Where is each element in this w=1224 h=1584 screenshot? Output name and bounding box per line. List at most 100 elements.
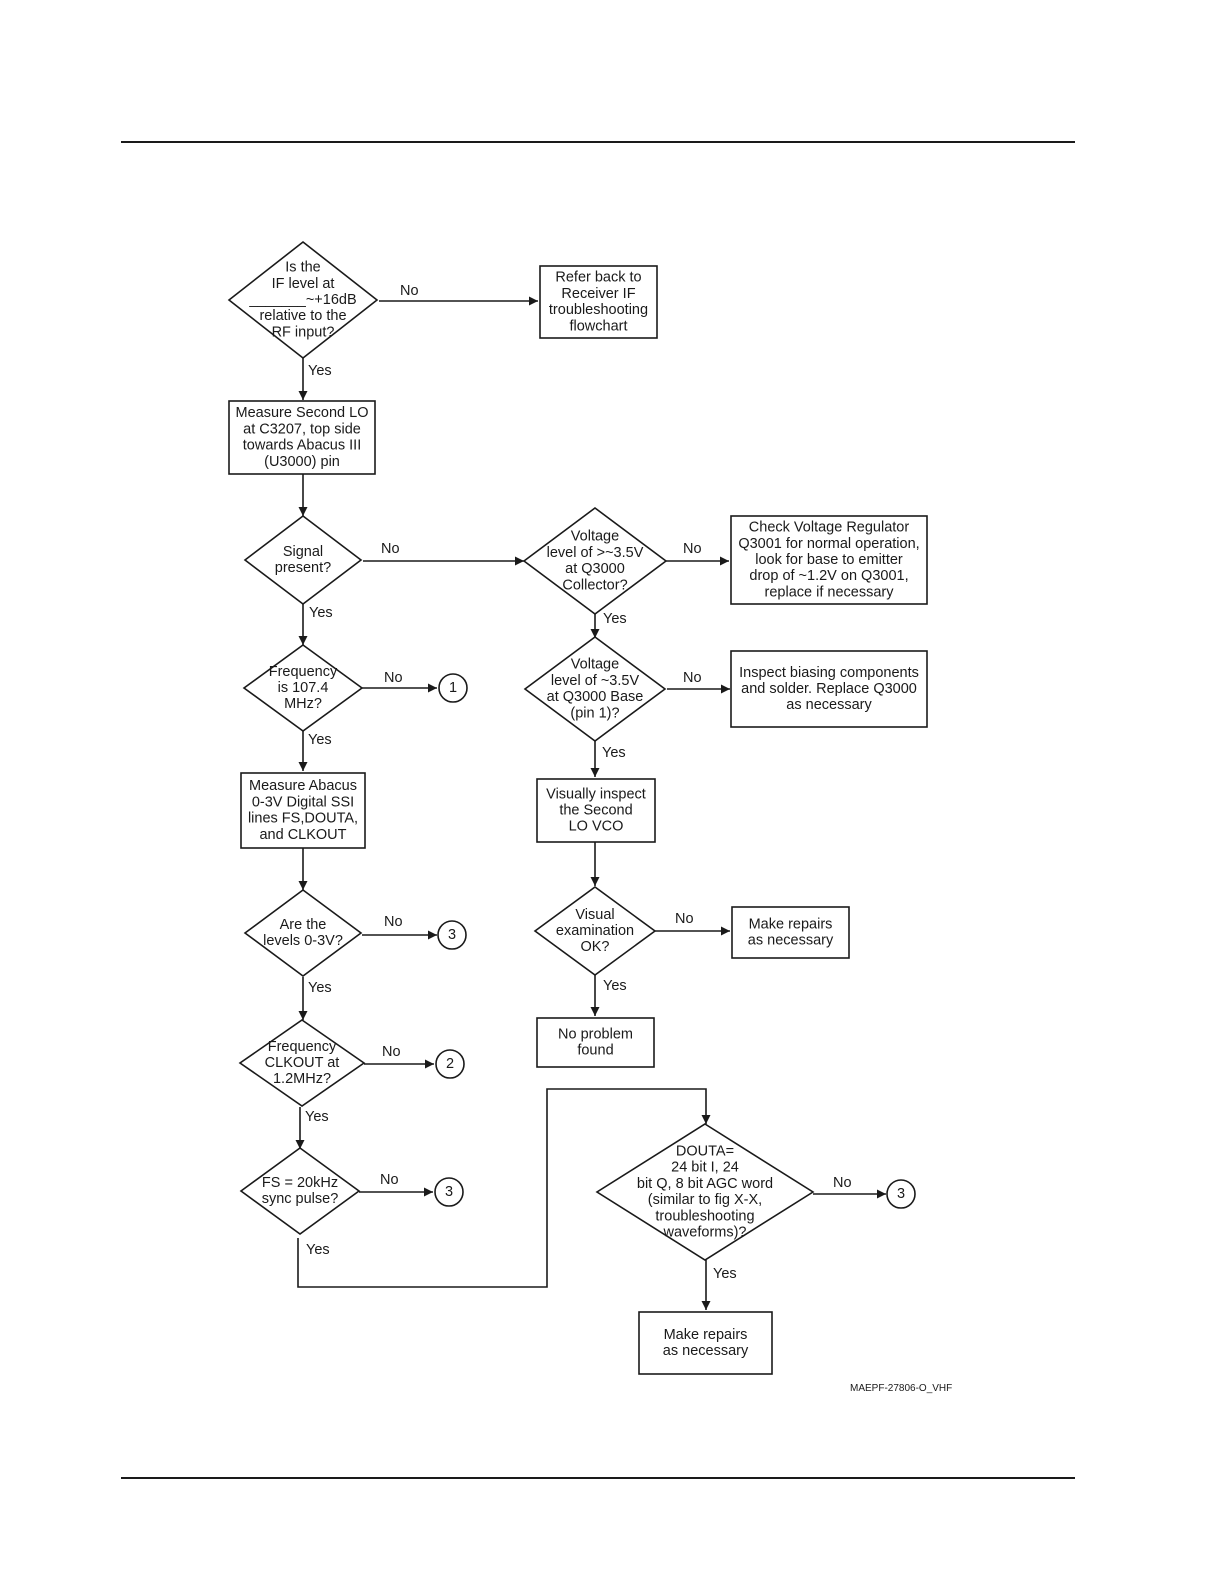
decision-voltage-base-text: Voltage [571,657,619,673]
box-visually-inspect [536,778,656,843]
decision-visual-ok [533,886,657,976]
box-refer-back-text: Receiver IF [561,286,635,302]
box-measure-abacus [240,772,366,849]
edge-label-no: No [380,1172,399,1188]
box-inspect-biasing-text: as necessary [786,697,872,713]
box-make-repairs-2 [638,1311,773,1375]
box-refer-back-text: Refer back to [555,270,641,286]
edge-label-no: No [683,670,702,686]
decision-frequency-text: Frequency [269,664,338,680]
decision-frequency [242,644,364,732]
decision-if-level-text: Is the [285,260,320,276]
connector-3a-label: 3 [448,927,456,943]
decision-fs-sync-text: sync pulse? [262,1191,339,1207]
box-visually-inspect-text: the Second [559,803,632,819]
decision-douta [595,1123,815,1261]
decision-frequency-text: is 107.4 [278,680,329,696]
decision-fs-sync-text: FS = 20kHz [262,1175,338,1191]
edge-label-yes: Yes [603,978,627,994]
box-inspect-biasing [730,650,928,728]
decision-voltage-collector-text: Collector? [562,577,627,593]
decision-voltage-collector-text: Voltage [571,529,619,545]
top-rule [121,141,1075,143]
decision-signal-present-text: present? [275,560,331,576]
decision-clkout-text: Frequency [268,1039,337,1055]
box-measure-second-lo [228,400,376,475]
edge-label-yes: Yes [602,745,626,761]
decision-clkout-text: 1.2MHz? [273,1071,331,1087]
connector-3a [437,920,467,950]
decision-levels [243,889,363,977]
decision-fs-sync [239,1147,361,1235]
decision-douta-text: bit Q, 8 bit AGC word [637,1176,773,1192]
edge-label-no: No [675,911,694,927]
box-make-repairs-1-text: Make repairs [749,916,833,932]
edge-fs-yes [297,1088,711,1288]
connector-3b-label: 3 [445,1184,453,1200]
edge-label-yes: Yes [308,732,332,748]
box-check-regulator-text: Check Voltage Regulator [749,520,910,536]
decision-voltage-collector-text: level of >~3.5V [547,545,644,561]
decision-douta-text: (similar to fig X-X, [648,1192,762,1208]
box-inspect-biasing-text: and solder. Replace Q3000 [741,681,917,697]
connector-3c [886,1179,916,1209]
box-measure-abacus-text: lines FS,DOUTA, [248,811,358,827]
box-measure-second-lo-text: towards Abacus III [243,438,361,454]
decision-douta-text: troubleshooting [655,1208,754,1224]
decision-douta-text: waveforms)? [663,1225,747,1241]
decision-if-level [227,240,379,360]
decision-voltage-base-text: level of ~3.5V [551,673,640,689]
box-visually-inspect-text: Visually inspect [546,786,646,802]
box-make-repairs-2-text: as necessary [663,1343,749,1359]
diagram-code: MAEPF-27806-O_VHF [850,1383,953,1394]
box-refer-back [539,265,658,339]
decision-if-level-text: _______~+16dB [248,292,356,308]
box-check-regulator-text: drop of ~1.2V on Q3001, [749,568,908,584]
box-make-repairs-1 [731,906,850,959]
connector-2-label: 2 [446,1056,454,1072]
decision-douta-text: 24 bit I, 24 [671,1160,739,1176]
decision-voltage-base-text: (pin 1)? [570,705,619,721]
decision-if-level-text: IF level at [272,276,335,292]
decision-signal-present [243,514,363,606]
box-check-regulator-text: look for base to emitter [755,552,903,568]
edge-label-no: No [384,670,403,686]
box-check-regulator-text: Q3001 for normal operation, [738,536,919,552]
connector-3b [434,1177,464,1207]
connector-2 [435,1049,465,1079]
edge-label-yes: Yes [308,363,332,379]
box-refer-back-text: troubleshooting [549,302,648,318]
connector-1-label: 1 [449,680,457,696]
decision-voltage-collector [522,507,668,615]
box-visually-inspect-text: LO VCO [569,819,624,835]
box-measure-second-lo-text: Measure Second LO [236,405,369,421]
decision-clkout-text: CLKOUT at [265,1055,340,1071]
bottom-rule [121,1477,1075,1479]
box-make-repairs-2-text: Make repairs [664,1327,748,1343]
box-make-repairs-1-text: as necessary [748,933,834,949]
decision-visual-ok-text: Visual [575,907,614,923]
decision-voltage-base-text: at Q3000 Base [547,689,644,705]
edge-label-no: No [400,283,419,299]
edge-label-yes: Yes [308,980,332,996]
box-refer-back-text: flowchart [569,318,627,334]
box-measure-abacus-text: and CLKOUT [259,827,346,843]
decision-visual-ok-text: examination [556,923,634,939]
edge-label-no: No [833,1175,852,1191]
edge-label-no: No [683,541,702,557]
box-check-regulator-text: replace if necessary [765,584,895,600]
decision-levels-text: Are the [280,917,327,933]
edge-label-no: No [382,1044,401,1060]
box-check-regulator [730,515,928,605]
box-no-problem-text: found [577,1043,613,1059]
box-measure-abacus-text: Measure Abacus [249,778,357,794]
decision-douta-text: DOUTA= [676,1144,734,1160]
box-measure-second-lo-text: at C3207, top side [243,421,361,437]
box-measure-second-lo-text: (U3000) pin [264,454,340,470]
edge-label-yes: Yes [603,611,627,627]
box-inspect-biasing-text: Inspect biasing components [739,665,919,681]
connector-1 [438,673,468,703]
decision-if-level-text: relative to the [259,308,346,324]
decision-frequency-text: MHz? [284,696,322,712]
